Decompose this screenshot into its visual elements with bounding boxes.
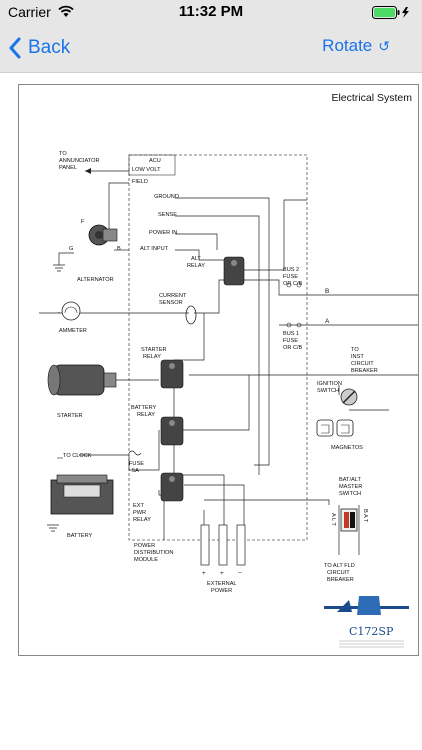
back-label: Back bbox=[28, 37, 71, 58]
label-low-volt: LOW VOLT bbox=[132, 167, 161, 173]
label-plus-2: + bbox=[220, 570, 224, 577]
label-batalt-2: MASTER bbox=[339, 484, 362, 490]
label-bus2-2: FUSE bbox=[283, 274, 298, 280]
ammeter-gauge bbox=[61, 301, 81, 321]
logo-fineprint-lines bbox=[339, 640, 404, 648]
label-to-clock: TO CLOCK bbox=[63, 453, 92, 459]
label-to-alt-2: CIRCUIT bbox=[327, 570, 350, 576]
label-alt-vertical: A L T bbox=[330, 513, 336, 526]
label-b-terminal: B bbox=[117, 246, 121, 252]
label-ext-1: EXT bbox=[133, 503, 144, 509]
aircraft-logo-icon bbox=[324, 596, 409, 615]
label-ground: GROUND bbox=[154, 194, 179, 200]
label-fuse-2: 5A bbox=[132, 468, 139, 474]
back-button[interactable]: Back bbox=[8, 34, 70, 62]
label-pdm-3: MODULE bbox=[134, 557, 158, 563]
label-bus2-3: OR C/B bbox=[283, 281, 303, 287]
navigation-bar: Back Rotate ↺ bbox=[0, 24, 422, 73]
label-ext-2: PWR bbox=[133, 510, 146, 516]
starter-relay bbox=[160, 359, 184, 389]
label-alt-relay-1: ALT bbox=[191, 256, 201, 262]
fuse-symbol bbox=[128, 450, 142, 456]
label-ext-3: RELAY bbox=[133, 517, 151, 523]
label-battery-relay-1: BATTERY bbox=[131, 405, 157, 411]
ground-symbol-alternator bbox=[53, 264, 65, 272]
alternator bbox=[88, 224, 118, 246]
rotate-button[interactable]: Rotate ↺ bbox=[322, 36, 390, 56]
label-pdm-1: POWER bbox=[134, 543, 155, 549]
label-bus1-1: BUS 1 bbox=[283, 331, 299, 337]
label-alt-input: ALT INPUT bbox=[140, 246, 169, 252]
label-annunciator: ANNUNCIATOR bbox=[59, 158, 100, 164]
label-alternator: ALTERNATOR bbox=[77, 277, 114, 283]
rotate-label: Rotate bbox=[322, 36, 373, 55]
label-sense: SENSE bbox=[158, 212, 177, 218]
status-time: 11:32 PM bbox=[178, 3, 244, 20]
document-page: Electrical System ACU LOW VOLT FIELD GRO… bbox=[18, 84, 419, 656]
label-current-1: CURRENT bbox=[159, 293, 187, 299]
battery-relay bbox=[160, 416, 184, 446]
label-batalt-3: SWITCH bbox=[339, 491, 361, 497]
label-to-inst-2: INST bbox=[351, 354, 364, 360]
external-power-connector bbox=[200, 524, 246, 566]
label-a-out: A bbox=[325, 318, 330, 325]
document-title: Electrical System bbox=[331, 92, 412, 104]
carrier-label: Carrier bbox=[8, 4, 51, 20]
label-to-alt-1: TO ALT FLD bbox=[324, 563, 355, 569]
label-power-in: POWER IN bbox=[149, 230, 177, 236]
label-bus1-3: OR C/B bbox=[283, 345, 303, 351]
wifi-icon bbox=[58, 5, 74, 17]
label-minus: − bbox=[238, 570, 242, 577]
alt-relay bbox=[223, 256, 245, 286]
label-battery: BATTERY bbox=[67, 533, 93, 539]
label-to-annunciator: TO bbox=[59, 151, 67, 157]
starter-motor bbox=[47, 364, 117, 396]
master-switch bbox=[340, 508, 358, 532]
label-to-inst-4: BREAKER bbox=[351, 368, 378, 374]
battery-unit bbox=[50, 474, 114, 515]
label-to-inst-1: TO bbox=[351, 347, 359, 353]
label-bus1-2: FUSE bbox=[283, 338, 298, 344]
label-acu: ACU bbox=[149, 158, 161, 164]
label-plus-1: + bbox=[202, 570, 206, 577]
ground-symbol-battery bbox=[47, 524, 59, 532]
electrical-diagram: Electrical System ACU LOW VOLT FIELD GRO… bbox=[39, 92, 418, 648]
label-fuse-1: FUSE bbox=[129, 461, 144, 467]
label-magnetos: MAGNETOS bbox=[331, 445, 363, 451]
rotate-icon: ↺ bbox=[378, 37, 390, 54]
label-field: FIELD bbox=[132, 179, 148, 185]
label-bat-vertical: B A T bbox=[362, 509, 368, 523]
label-batalt-1: BAT/ALT bbox=[339, 477, 361, 483]
label-ext-power-1: EXTERNAL bbox=[207, 581, 237, 587]
label-b-out: B bbox=[325, 288, 329, 295]
label-to-inst-3: CIRCUIT bbox=[351, 361, 374, 367]
label-current-2: SENSOR bbox=[159, 300, 183, 306]
label-f: F bbox=[81, 219, 85, 225]
label-ammeter: AMMETER bbox=[59, 328, 87, 334]
label-starter: STARTER bbox=[57, 413, 83, 419]
chevron-left-icon bbox=[9, 37, 21, 59]
label-alt-relay-2: RELAY bbox=[187, 263, 205, 269]
battery-icon bbox=[372, 6, 409, 19]
label-to-alt-3: BREAKER bbox=[327, 577, 354, 583]
current-sensor bbox=[185, 305, 197, 325]
status-bar: Carrier 11:32 PM bbox=[0, 0, 422, 24]
pdm-boundary bbox=[128, 154, 308, 541]
label-pdm-2: DISTRIBUTION bbox=[134, 550, 173, 556]
acu-box bbox=[128, 154, 176, 176]
magnetos bbox=[316, 419, 354, 437]
ext-power-relay bbox=[160, 472, 184, 502]
label-bus2-1: BUS 2 bbox=[283, 267, 299, 273]
label-panel: PANEL bbox=[59, 165, 77, 171]
label-g: G bbox=[69, 246, 73, 252]
label-ext-power-2: POWER bbox=[211, 588, 232, 594]
label-ignition-1: IGNITION bbox=[317, 381, 342, 387]
label-battery-relay-2: RELAY bbox=[137, 412, 155, 418]
label-ignition-2: SWITCH bbox=[317, 388, 339, 394]
label-starter-relay-1: STARTER bbox=[141, 347, 167, 353]
logo-text: C172SP bbox=[349, 625, 394, 638]
label-starter-relay-2: RELAY bbox=[143, 354, 161, 360]
